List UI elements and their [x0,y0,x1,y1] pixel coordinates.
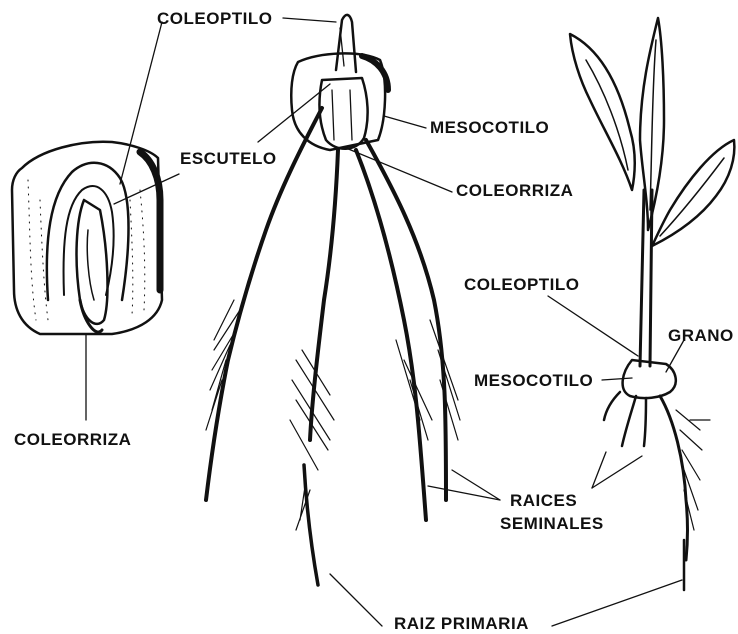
label-coleorriza-middle: COLEORRIZA [456,182,573,199]
leader-lines [330,452,682,626]
label-coleoptilo-right: COLEOPTILO [464,276,580,293]
label-coleorriza-left: COLEORRIZA [14,431,131,448]
label-mesocotilo-right: MESOCOTILO [474,372,593,389]
label-mesocotilo-middle: MESOCOTILO [430,119,549,136]
label-raiz-primaria: RAIZ PRIMARIA [394,615,529,632]
label-coleoptilo-top: COLEOPTILO [157,10,273,27]
label-raices: RAICES [510,492,577,509]
label-escutelo: ESCUTELO [180,150,277,167]
germinating-seed [114,15,460,585]
kernel-section [12,142,162,420]
label-grano: GRANO [668,327,734,344]
label-seminales: SEMINALES [500,515,604,532]
